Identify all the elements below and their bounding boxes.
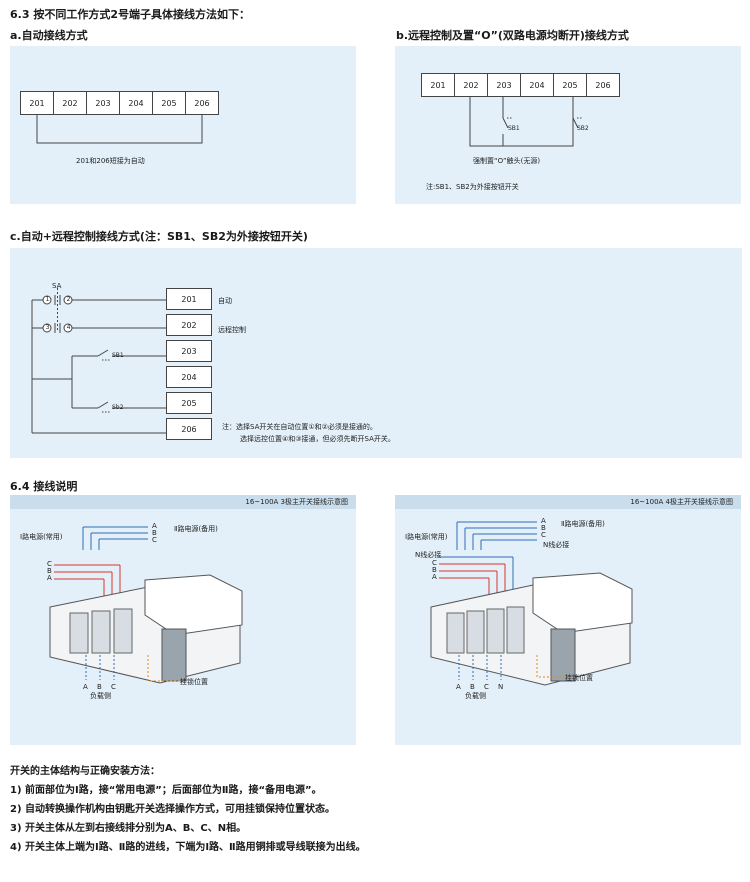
install-note-1: 1) 前面部位为Ⅰ路，接“常用电源”；后面部位为Ⅱ路，接“备用电源”。 bbox=[10, 785, 322, 796]
phase-a-top: A bbox=[541, 517, 546, 525]
source-2-label: Ⅱ路电源(备用) bbox=[174, 525, 218, 533]
terminal-205: 205 bbox=[553, 73, 587, 97]
switch-sb1-label: SB1 bbox=[508, 125, 520, 132]
contact-3: 3 bbox=[45, 324, 50, 331]
lock-position-label: 挂锁位置 bbox=[565, 674, 593, 682]
switch-4pole-illustration bbox=[430, 521, 633, 686]
panel-b-caption: 强制置“O”触头(无源) bbox=[473, 157, 541, 165]
load-side-label: 负载侧 bbox=[465, 692, 486, 700]
panel-c-note-line2: 选择远控位置④和③接通，但必须先断开SA开关。 bbox=[240, 435, 395, 443]
terminal-203: 203 bbox=[166, 340, 212, 362]
phase-b-bottom: B bbox=[97, 683, 102, 691]
jumper-wire-201-206 bbox=[36, 115, 203, 144]
terminal-202: 202 bbox=[454, 73, 488, 97]
panel-b-wiring bbox=[469, 97, 582, 147]
load-side-label: 负载侧 bbox=[90, 692, 111, 700]
terminal-201: 201 bbox=[20, 91, 54, 115]
source-2-label: Ⅱ路电源(备用) bbox=[561, 520, 605, 528]
switch-3pole-illustration bbox=[49, 526, 243, 684]
diagram-3pole: 16~100A 3极主开关接线示意图 Ⅰ路电源(常用) Ⅱ路电源(备用) A B… bbox=[10, 495, 356, 745]
terminal-202: 202 bbox=[53, 91, 87, 115]
section-63-title: 6.3 按不同工作方式2号端子具体接线方法如下： bbox=[10, 8, 250, 21]
phase-a-top: A bbox=[152, 522, 157, 530]
phase-b-left: B bbox=[432, 566, 437, 574]
label-remote-control: 远程控制 bbox=[218, 326, 246, 334]
section-64-title: 6.4 接线说明 bbox=[10, 480, 78, 493]
phase-c-left: C bbox=[432, 559, 437, 567]
terminal-column-c: 201 202 203 204 205 206 bbox=[166, 288, 212, 448]
install-notes-title: 开关的主体结构与正确安装方法： bbox=[10, 766, 160, 777]
phase-c-bottom: C bbox=[484, 683, 489, 691]
phase-c-top: C bbox=[541, 531, 546, 539]
subsection-c-title: c.自动+远程控制接线方式(注：SB1、SB2为外接按钮开关) bbox=[10, 230, 308, 243]
install-note-2: 2) 自动转换操作机构由钥匙开关选择操作方式，可用挂锁保持位置状态。 bbox=[10, 804, 336, 815]
diagram-4pole: 16~100A 4极主开关接线示意图 Ⅰ路电源(常用) Ⅱ路电源(备用) N线必… bbox=[395, 495, 741, 745]
panel-a-caption: 201和206短接为自动 bbox=[76, 157, 145, 165]
terminal-strip-a: 201 202 203 204 205 206 bbox=[20, 91, 219, 115]
panel-c-note-line1: 注：选择SA开关在自动位置①和②必须是接通的。 bbox=[222, 423, 377, 431]
n-line-required-left: N线必接 bbox=[415, 551, 442, 559]
phase-a-bottom: A bbox=[456, 683, 461, 691]
subsection-a-title: a.自动接线方式 bbox=[10, 29, 88, 42]
terminal-204: 204 bbox=[520, 73, 554, 97]
contact-2: 2 bbox=[66, 296, 71, 303]
terminal-202: 202 bbox=[166, 314, 212, 336]
source-1-label: Ⅰ路电源(常用) bbox=[20, 533, 63, 541]
terminal-strip-b: 201 202 203 204 205 206 bbox=[421, 73, 620, 97]
terminal-206: 206 bbox=[586, 73, 620, 97]
panel-b-remote-wiring: 201 202 203 204 205 206 SB1 SB2 强制置“O”触头… bbox=[395, 46, 741, 204]
panel-c-auto-remote-wiring: SA 1 2 3 4 SB1 Sb2 201 202 203 204 205 2… bbox=[10, 248, 742, 458]
phase-c-top: C bbox=[152, 536, 157, 544]
terminal-205: 205 bbox=[166, 392, 212, 414]
switch-sb2-label: Sb2 bbox=[112, 404, 124, 411]
diagram-4pole-header: 16~100A 4极主开关接线示意图 bbox=[395, 495, 741, 509]
contact-1: 1 bbox=[45, 296, 50, 303]
phase-b-bottom: B bbox=[470, 683, 475, 691]
n-line-required-right: N线必接 bbox=[543, 541, 570, 549]
install-notes: 开关的主体结构与正确安装方法： 1) 前面部位为Ⅰ路，接“常用电源”；后面部位为… bbox=[10, 762, 740, 857]
phase-a-left: A bbox=[47, 574, 52, 582]
panel-c-wiring bbox=[31, 288, 166, 434]
phase-a-bottom: A bbox=[83, 683, 88, 691]
terminal-201: 201 bbox=[166, 288, 212, 310]
terminal-205: 205 bbox=[152, 91, 186, 115]
subsection-b-title: b.远程控制及置“O”(双路电源均断开)接线方式 bbox=[396, 29, 629, 42]
phase-a-left: A bbox=[432, 573, 437, 581]
install-note-3: 3) 开关主体从左到右接线排分别为A、B、C、N相。 bbox=[10, 823, 247, 834]
diagram-3pole-header: 16~100A 3极主开关接线示意图 bbox=[10, 495, 356, 509]
terminal-206: 206 bbox=[185, 91, 219, 115]
panel-a-auto-wiring: 201 202 203 204 205 206 201和206短接为自动 bbox=[10, 46, 356, 204]
switch-sb1-label: SB1 bbox=[112, 352, 124, 359]
source-1-label: Ⅰ路电源(常用) bbox=[405, 533, 448, 541]
terminal-201: 201 bbox=[421, 73, 455, 97]
terminal-206: 206 bbox=[166, 418, 212, 440]
phase-c-bottom: C bbox=[111, 683, 116, 691]
switch-sb2-label: SB2 bbox=[577, 125, 589, 132]
phase-b-top: B bbox=[541, 524, 546, 532]
lock-position-label: 挂锁位置 bbox=[180, 678, 208, 686]
sa-switch-label: SA bbox=[52, 282, 62, 290]
phase-b-top: B bbox=[152, 529, 157, 537]
install-note-4: 4) 开关主体上端为Ⅰ路、Ⅱ路的进线，下端为Ⅰ路、Ⅱ路用铜排或导线联接为出线。 bbox=[10, 842, 366, 853]
phase-n-bottom: N bbox=[498, 683, 504, 691]
label-auto: 自动 bbox=[218, 297, 232, 305]
contact-4: 4 bbox=[66, 324, 71, 331]
panel-b-note: 注:SB1、SB2为外接按钮开关 bbox=[426, 183, 519, 191]
phase-b-left: B bbox=[47, 567, 52, 575]
phase-c-left: C bbox=[47, 560, 52, 568]
terminal-204: 204 bbox=[166, 366, 212, 388]
